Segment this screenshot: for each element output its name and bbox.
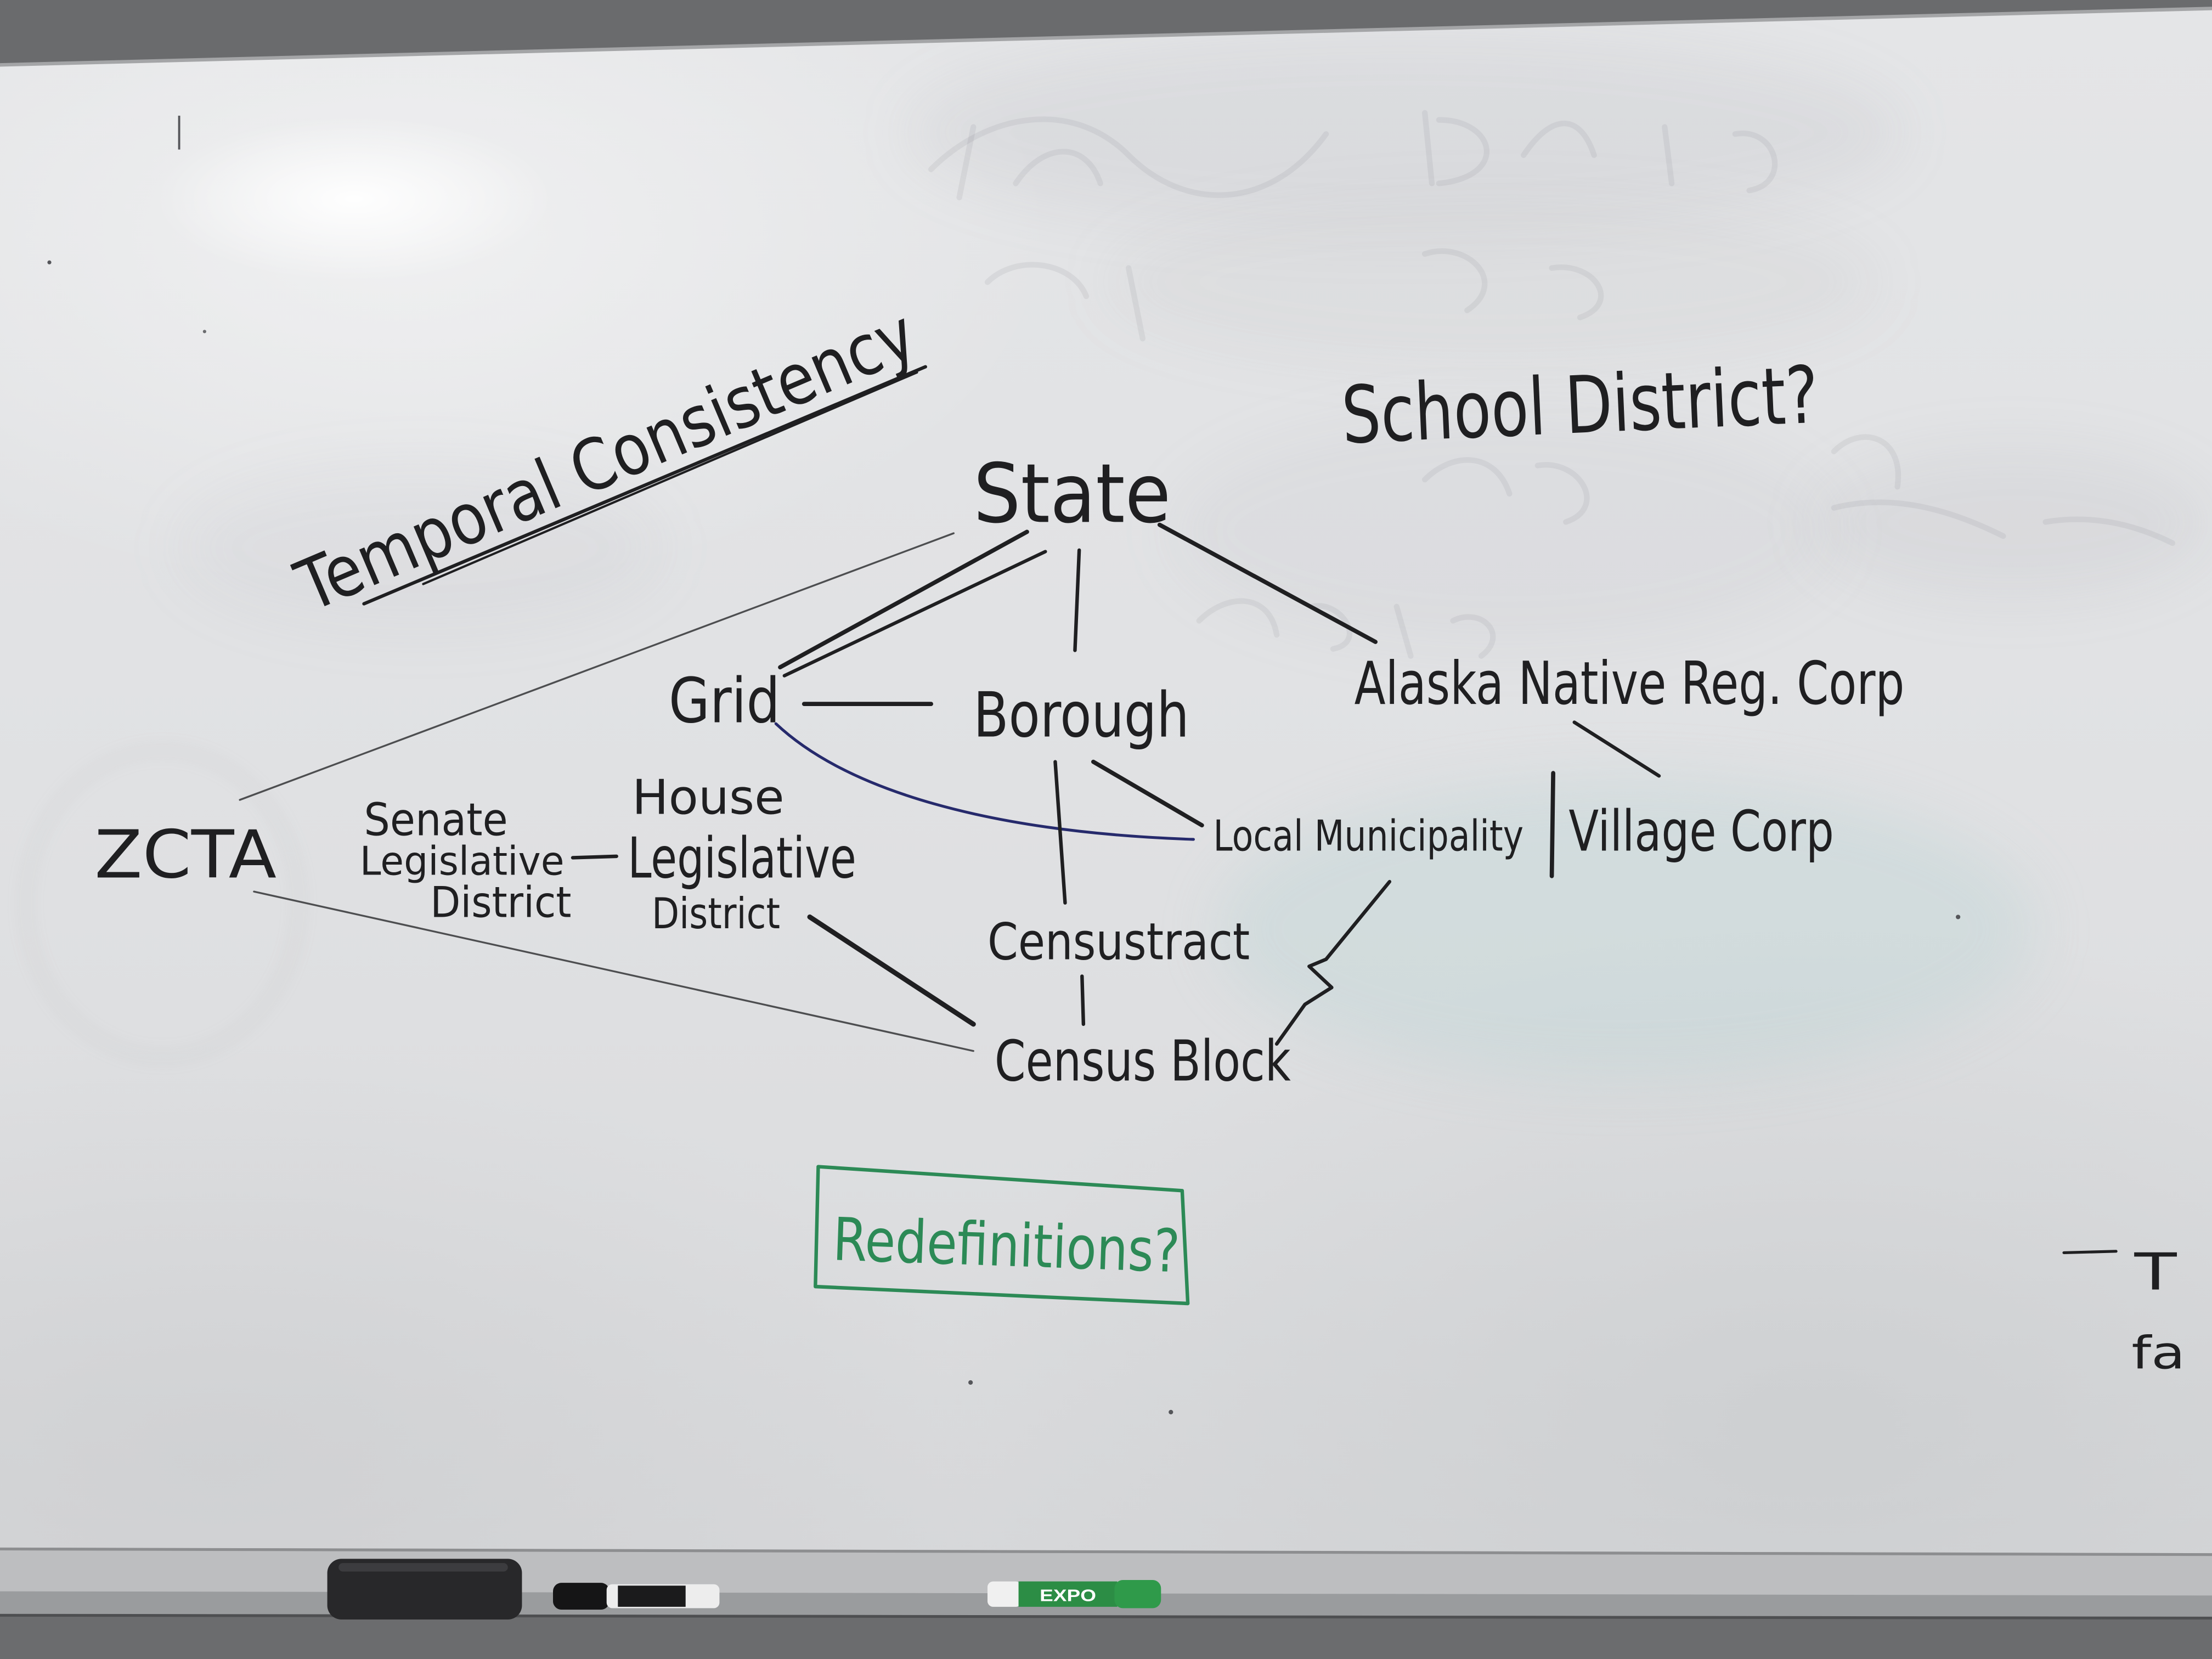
ghost-stroke [984,248,1604,342]
green-marker-cap [1114,1580,1161,1609]
node-local-municipality: Local Municipality [1213,812,1523,861]
erased-writing-smudge [177,464,664,631]
ghost-stroke [1831,499,2176,546]
erased-writing-smudge [1172,415,1836,647]
black-marker-cap [553,1583,610,1610]
edge-fragment-dash [2062,1250,2118,1254]
board-frame-top-edge [0,7,2212,67]
node-census-block: Census Block [995,1029,1291,1094]
node-village-corp: Village Corp [1568,799,1833,865]
question-school-district: School District? [1340,349,1820,462]
edge-senate-house-dash [571,854,618,860]
edge-censustract-census-block [1080,974,1086,1026]
node-censustract: Censustract [988,912,1250,972]
green-marker-brand: EXPO [1040,1586,1096,1605]
black-marker-label [618,1585,686,1607]
erased-writing-smudge [1814,448,2212,597]
node-house-legislative-district: House Legislative District [628,770,856,939]
node-label-line: House [632,770,785,826]
redefinitions-note: Redefinitions? [832,1205,1181,1286]
node-label-line: Legislative [360,838,565,884]
board-specks [47,115,1961,1415]
heading-underline [362,365,927,606]
edge-zcta-census-block [253,890,974,1052]
board-speck [968,1380,973,1385]
node-label-line: Senate [364,794,507,846]
ghost-stroke [1422,434,1901,525]
board-speck [202,330,206,334]
green-marker-label [1018,1581,1118,1607]
edge-fragment-text: fa [2131,1327,2185,1379]
board-speck [1169,1409,1173,1415]
erased-writing-smudge [1106,199,1881,365]
tray-base [0,1615,2212,1659]
board-speck [47,260,52,264]
edge-local-municipality-census-block-jagged [1274,879,1392,1046]
node-label-line: Legislative [628,826,856,891]
eraser [327,1559,522,1620]
edge-fragment-text: T [2134,1242,2177,1301]
edge-grid-local-municipality [774,722,1195,841]
node-state: State [973,447,1171,541]
redefinitions-box [814,1165,1190,1306]
node-label-line: District [430,878,571,927]
edge-state-grid-second-stroke [782,550,1047,678]
eraser-highlight [338,1563,508,1572]
tray-board-edge [0,1547,2212,1556]
node-grid: Grid [669,665,780,737]
edge-house-district-census-block [807,914,976,1027]
node-senate-legislative-district: Senate Legislative District [360,794,572,927]
edge-state-borough [1073,548,1081,652]
erased-writing-traces [928,110,2176,659]
heading-temporal-consistency: Temporal Consistency [285,294,928,628]
node-alaska-native-reg-corp: Alaska Native Reg. Corp [1355,650,1905,718]
green-marker-end [988,1581,1022,1607]
separator-local-village [1549,771,1555,878]
node-zcta: ZCTA [94,816,276,893]
erased-writing-smudge [907,33,1903,233]
ghost-stroke [1521,120,1778,194]
edge-borough-censustract [1053,760,1067,905]
node-borough: Borough [973,679,1189,751]
node-label-line: District [652,889,780,939]
board-speck [1956,915,1961,919]
ghost-stroke [1196,598,1496,659]
edge-borough-local-municipality [1091,759,1204,828]
edge-alaska-native-reg-corp-village-corp [1572,720,1661,778]
edge-state-alaska-native-reg-corp [1157,522,1378,644]
ghost-stroke [956,110,1490,201]
green-marker: EXPO [988,1580,1161,1609]
heading-underline-second-stroke [422,371,918,585]
edge-state-zcta [239,532,955,801]
edge-state-grid [778,529,1029,670]
ghost-stroke [928,116,1329,198]
black-marker [553,1583,720,1610]
